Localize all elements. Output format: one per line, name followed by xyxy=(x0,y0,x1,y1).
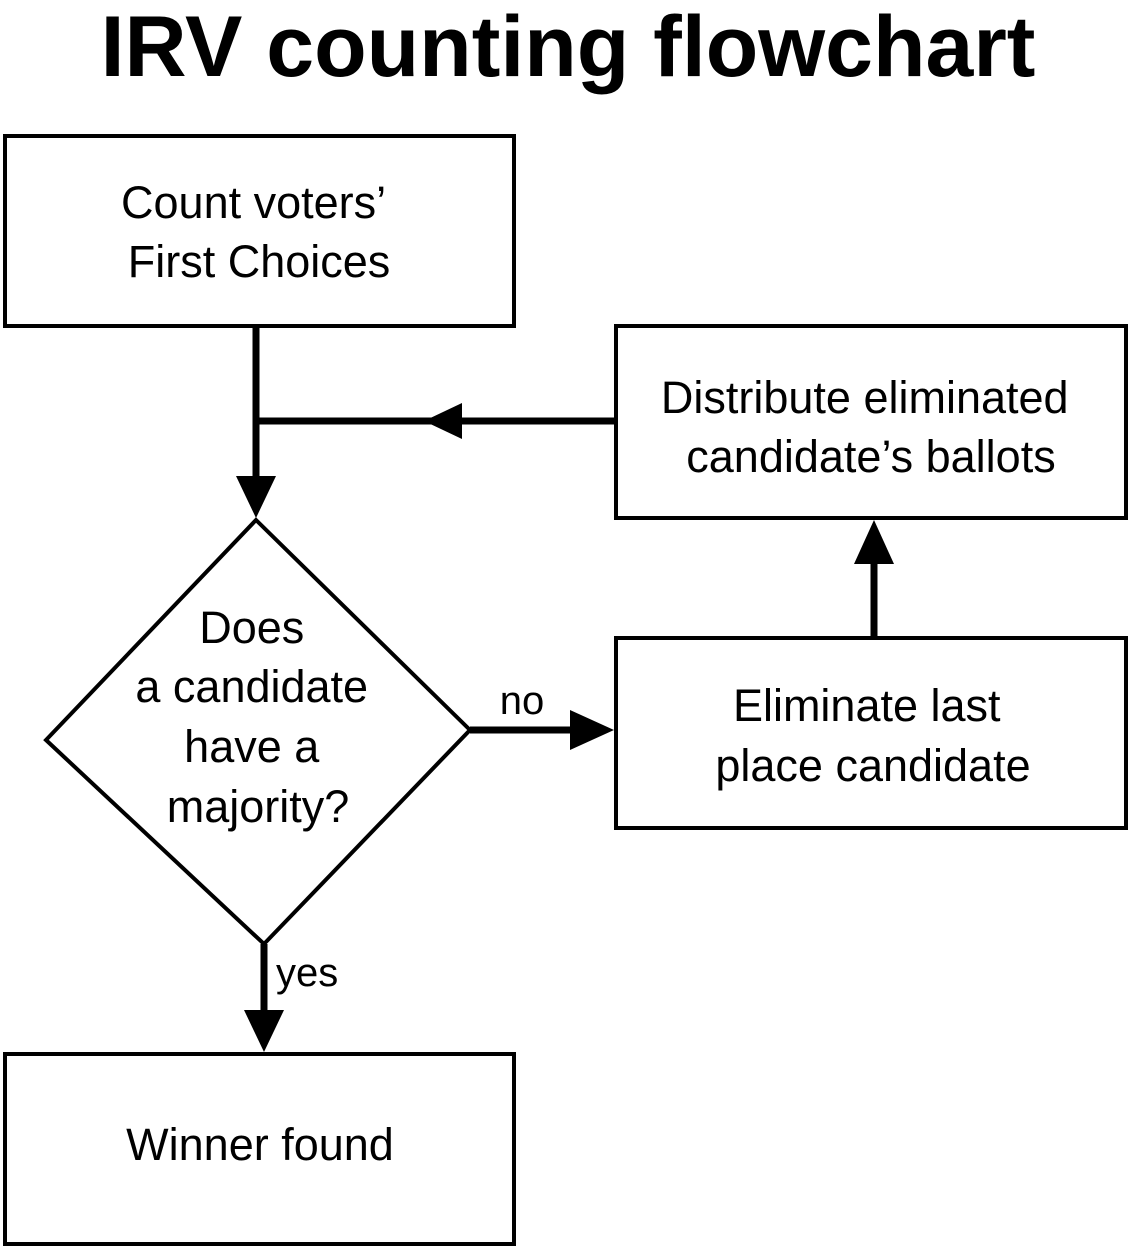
decision-diamond xyxy=(43,517,473,947)
count-box xyxy=(3,134,516,328)
eliminate-line-2: place candidate xyxy=(715,740,1030,791)
decision-line-3: have a xyxy=(184,721,320,772)
decision-line-2: a candidate xyxy=(135,661,368,712)
connectors xyxy=(236,326,894,1052)
winner-box xyxy=(3,1052,516,1246)
arrowhead-into-decision xyxy=(236,476,276,518)
node-count-first-choices: Count voters’ First Choices xyxy=(3,134,516,328)
arrowhead-into-eliminate xyxy=(570,710,614,750)
count-line-2: First Choices xyxy=(128,236,391,287)
decision-line-1: Does xyxy=(199,602,304,653)
eliminate-box xyxy=(614,636,1128,830)
eliminate-text: Eliminate last place candidate xyxy=(715,680,1030,791)
distribute-box xyxy=(614,324,1128,520)
winner-line-1: Winner found xyxy=(126,1119,394,1170)
winner-text: Winner found xyxy=(126,1119,394,1170)
decision-text: Does a candidate have a majority? xyxy=(135,602,380,832)
distribute-line-1: Distribute eliminated xyxy=(661,372,1069,423)
node-distribute-ballots: Distribute eliminated candidate’s ballot… xyxy=(614,324,1128,520)
arrowhead-merge-left xyxy=(424,403,462,439)
node-winner-found: Winner found xyxy=(3,1052,516,1246)
arrowhead-into-distribute xyxy=(854,520,894,564)
edge-label-no: no xyxy=(500,679,545,723)
node-majority-decision: Does a candidate have a majority? xyxy=(43,517,473,947)
edge-label-yes: yes xyxy=(276,951,338,995)
count-line-1: Count voters’ xyxy=(121,177,384,228)
decision-line-4: majority? xyxy=(167,781,350,832)
distribute-line-2: candidate’s ballots xyxy=(686,431,1055,482)
count-text: Count voters’ First Choices xyxy=(121,177,397,287)
diagram-title: IRV counting flowchart xyxy=(101,0,1036,95)
distribute-text: Distribute eliminated candidate’s ballot… xyxy=(661,372,1081,482)
eliminate-line-1: Eliminate last xyxy=(733,680,1001,731)
arrowhead-into-winner xyxy=(244,1010,284,1052)
node-eliminate-last: Eliminate last place candidate xyxy=(614,636,1128,830)
